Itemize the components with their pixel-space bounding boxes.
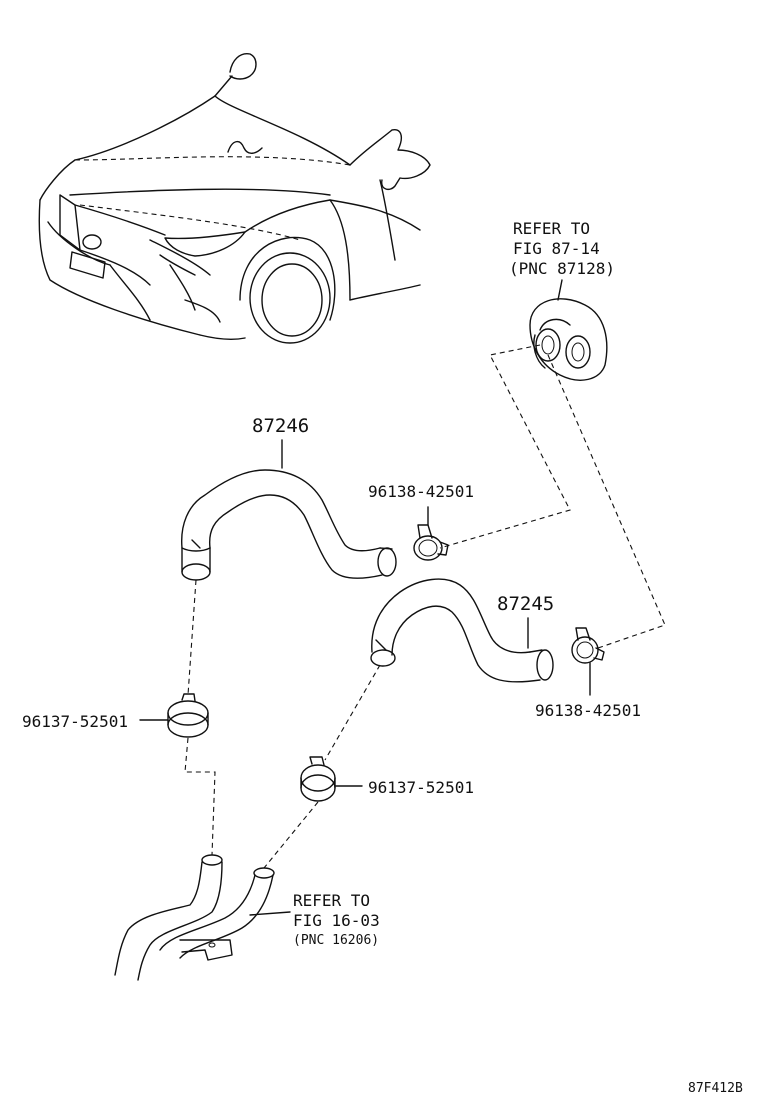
part-label-clip-upper-right: 96138-42501: [368, 482, 474, 501]
pipe-ref-line2: FIG 16-03: [293, 911, 380, 930]
part-label-clip-lower-right: 96138-42501: [535, 701, 641, 720]
pipe-assembly: [114, 854, 291, 981]
grommet-ref-line1: REFER TO: [513, 219, 590, 238]
clip-96138-upper-right: [413, 506, 449, 561]
clip-96138-lower-right: [571, 627, 605, 696]
figure-code: 87F412B: [688, 1081, 743, 1096]
part-label-clip-left: 96137-52501: [22, 712, 128, 731]
part-label-87245: 87245: [497, 593, 554, 615]
pipe-ref-line1: REFER TO: [293, 891, 370, 910]
hose-87246: [181, 439, 397, 581]
grommet-ref-line2: FIG 87-14: [513, 239, 600, 258]
clip-96137-middle: [300, 756, 363, 802]
grommet-ref-line3: (PNC 87128): [509, 259, 615, 278]
grommet-part: [529, 279, 608, 381]
connection-lines: [184, 344, 666, 869]
part-label-clip-middle: 96137-52501: [368, 778, 474, 797]
part-label-87246: 87246: [252, 415, 309, 437]
pipe-ref-line3: (PNC 16206): [293, 933, 379, 948]
clip-96137-left: [139, 693, 209, 738]
labels: 87246 87245 96138-42501 96138-42501 9613…: [22, 219, 743, 1096]
car-front-illustration: [38, 53, 431, 344]
hose-87245: [370, 578, 554, 683]
